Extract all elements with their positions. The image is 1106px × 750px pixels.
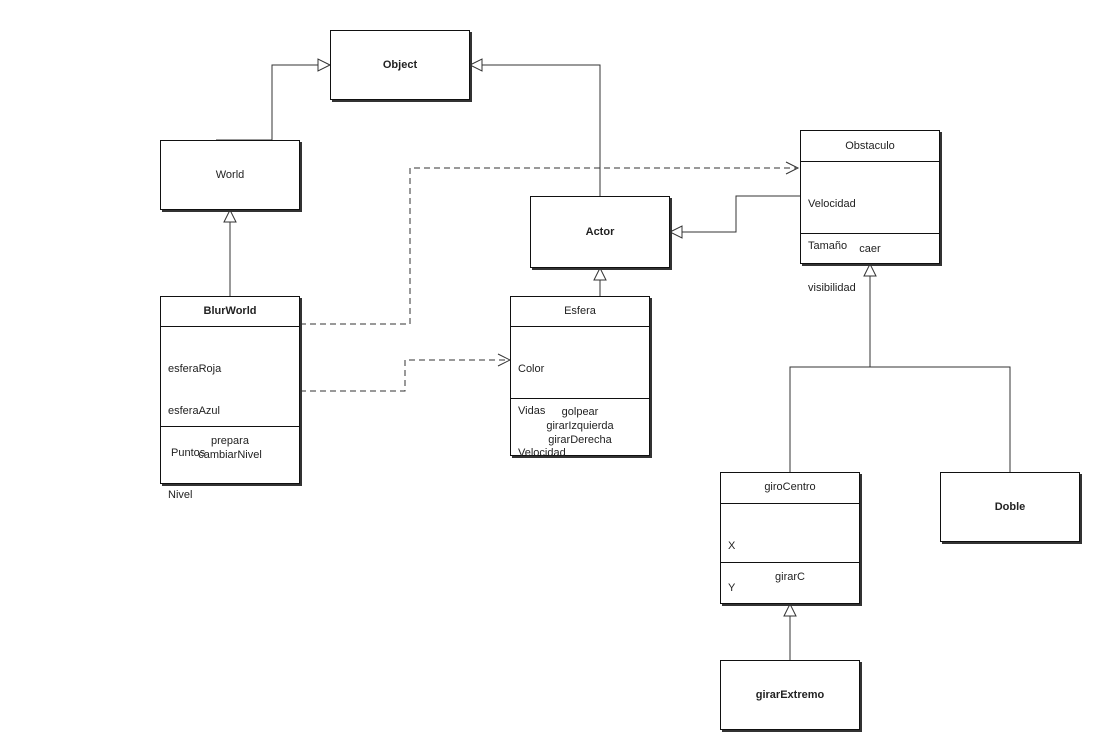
attribute: esferaAzul xyxy=(168,405,220,417)
class-blurworld-attributes: esferaRoja esferaAzul Puntos Nivel xyxy=(168,334,221,530)
method: girarDerecha xyxy=(548,434,612,446)
class-blurworld-name: BlurWorld xyxy=(203,305,257,317)
attribute: Color xyxy=(518,363,545,375)
method: prepara xyxy=(211,435,249,447)
dependency-arrowhead xyxy=(785,161,800,175)
class-esfera-methods-divider xyxy=(511,398,649,399)
class-girocentro-name: giroCentro xyxy=(764,481,816,493)
generalization-arrowhead xyxy=(593,266,607,281)
class-esfera-methods: golpear girarIzquierda girarDerecha xyxy=(511,405,649,447)
generalization-arrowhead xyxy=(863,262,877,277)
class-obstaculo-name: Obstaculo xyxy=(845,140,895,152)
class-blurworld-methods-divider xyxy=(161,426,299,427)
method: girarIzquierda xyxy=(546,420,614,432)
attribute: X xyxy=(728,540,736,552)
class-esfera[interactable]: Esfera Color Vidas Velocidad golpear gir… xyxy=(510,296,650,459)
class-girocentro-attributes: X Y xyxy=(728,511,746,623)
class-object-name: Object xyxy=(382,59,418,71)
attribute: Puntos xyxy=(168,447,206,459)
class-girarextremo[interactable]: girarExtremo xyxy=(720,660,860,730)
class-girocentro-methods-divider xyxy=(721,562,859,563)
class-esfera-name: Esfera xyxy=(564,305,596,317)
generalization-arrowhead xyxy=(223,208,237,223)
class-actor[interactable]: Actor xyxy=(530,196,670,268)
class-actor-name: Actor xyxy=(585,226,615,238)
class-girocentro-attributes-divider xyxy=(721,503,859,504)
attribute: Y xyxy=(728,582,736,594)
class-blurworld[interactable]: BlurWorld esferaRoja esferaAzul Puntos N… xyxy=(160,296,300,501)
class-doble[interactable]: Doble xyxy=(940,472,1080,542)
method: girarC xyxy=(775,571,805,583)
generalization-arrowhead xyxy=(317,58,332,72)
method: caer xyxy=(859,243,881,255)
class-obstaculo-methods: caer xyxy=(801,242,939,256)
generalization-arrowhead xyxy=(468,58,483,72)
actor-to-object-generalization xyxy=(482,64,601,196)
class-blurworld-methods: prepara cambiarNivel xyxy=(161,434,299,462)
attribute: Nivel xyxy=(168,489,193,501)
attribute: esferaRoja xyxy=(168,363,222,375)
obstaculo-to-actor-generalization xyxy=(682,195,800,233)
attribute: visibilidad xyxy=(808,282,856,294)
generalization-arrowhead xyxy=(783,602,797,617)
attribute: Velocidad xyxy=(518,447,566,459)
blurworld-to-esfera-dependency xyxy=(300,359,506,392)
world-to-object-generalization xyxy=(216,64,318,141)
class-obstaculo-attributes-divider xyxy=(801,161,939,162)
class-blurworld-attributes-divider xyxy=(161,326,299,327)
class-world-name: World xyxy=(215,169,245,181)
class-girocentro[interactable]: giroCentro X Y girarC xyxy=(720,472,860,604)
generalization-arrowhead xyxy=(668,225,683,239)
blurworld-to-obstaculo-dependency xyxy=(300,167,796,325)
doble-to-obstaculo-generalization xyxy=(870,366,1011,472)
attribute: Vidas xyxy=(518,405,546,417)
class-girarextremo-name: girarExtremo xyxy=(755,689,825,701)
method: cambiarNivel xyxy=(198,449,262,461)
attribute: Velocidad xyxy=(808,198,856,210)
class-obstaculo[interactable]: Obstaculo Velocidad Tamaño visibilidad c… xyxy=(800,130,940,294)
class-object[interactable]: Object xyxy=(330,30,470,100)
class-obstaculo-attributes: Velocidad Tamaño visibilidad xyxy=(808,169,856,323)
class-world[interactable]: World xyxy=(160,140,300,210)
class-girocentro-methods: girarC xyxy=(721,570,859,584)
class-esfera-attributes-divider xyxy=(511,326,649,327)
method: golpear xyxy=(561,406,599,418)
class-esfera-attributes: Color Vidas Velocidad xyxy=(518,334,566,488)
girocentro-to-obstaculo-generalization xyxy=(789,276,871,472)
attribute: Tamaño xyxy=(808,240,848,252)
class-doble-name: Doble xyxy=(994,501,1026,513)
class-obstaculo-methods-divider xyxy=(801,233,939,234)
